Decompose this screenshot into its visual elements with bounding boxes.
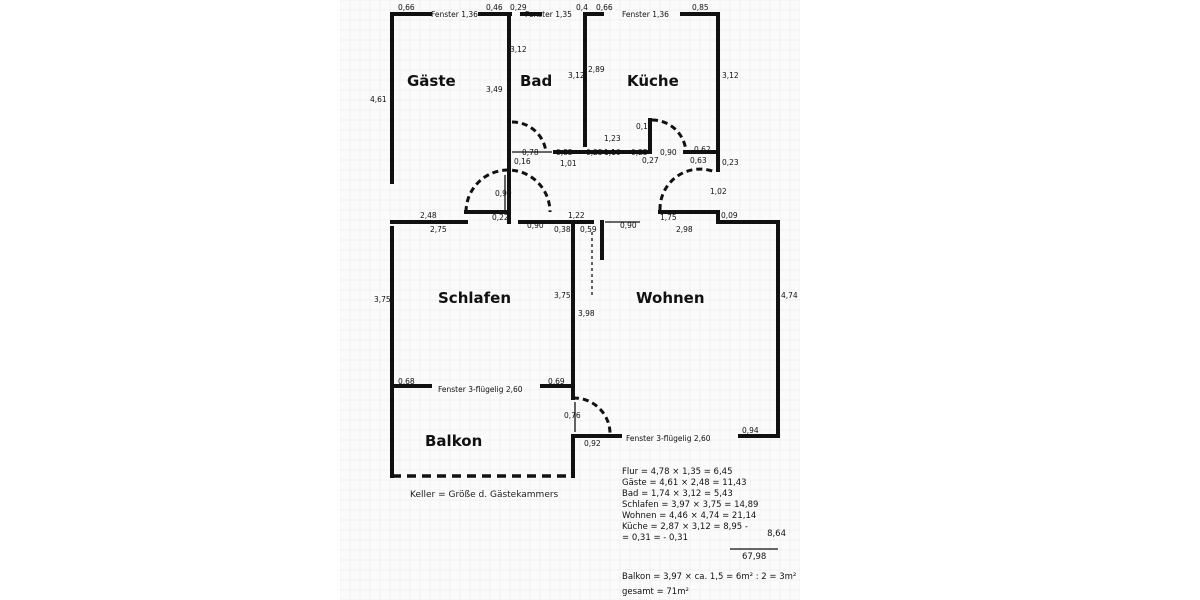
svg-text:0,25: 0,25 [631,148,648,157]
calc-row: Gäste = 4,61 × 2,48 = 11,43 [622,478,747,488]
svg-text:0,90: 0,90 [620,221,637,230]
svg-text:0,90: 0,90 [660,148,677,157]
room-label-bad: Bad [520,72,552,90]
room-label-balkon: Balkon [425,432,482,450]
svg-text:0,69: 0,69 [548,377,565,386]
svg-text:0,63: 0,63 [690,156,707,165]
svg-text:3,12: 3,12 [722,71,739,80]
svg-text:2,89: 2,89 [588,65,605,74]
svg-text:0,92: 0,92 [584,439,601,448]
room-label-kueche: Küche [627,72,679,90]
svg-text:3,12: 3,12 [568,71,585,80]
svg-text:0,46: 0,46 [486,3,503,12]
svg-text:0,25: 0,25 [586,148,603,157]
svg-text:0,68: 0,68 [398,377,415,386]
svg-text:1,75: 1,75 [660,213,677,222]
doors [392,118,716,478]
dimension-labels: 0,66 0,46 0,29 0,4 0,66 0,85 4,61 3,12 3… [370,3,798,448]
svg-text:0,38: 0,38 [554,225,571,234]
svg-text:0,66: 0,66 [596,3,613,12]
floor-plan: Gäste Bad Küche Schlafen Wohnen Balkon F… [340,0,800,600]
floor-plan-sheet: Gäste Bad Küche Schlafen Wohnen Balkon F… [340,0,800,600]
svg-text:1,02: 1,02 [710,187,727,196]
window-label-schlafen: Fenster 3-flügelig 2,60 [438,385,523,394]
calc-row: = 0,31 = - 0,31 [622,533,688,543]
calc-sum: 67,98 [742,552,766,562]
svg-text:3,75: 3,75 [554,291,571,300]
svg-text:4,61: 4,61 [370,95,387,104]
dimension-arrows [504,151,648,432]
room-label-wohnen: Wohnen [636,289,705,307]
svg-text:3,75: 3,75 [374,295,391,304]
svg-text:0,23: 0,23 [722,158,739,167]
svg-text:0,29: 0,29 [510,3,527,12]
kueche-net: 8,64 [767,529,786,539]
svg-text:4,74: 4,74 [781,291,798,300]
area-calculation: Flur = 4,78 × 1,35 = 6,45 Gäste = 4,61 ×… [622,467,796,597]
svg-text:3,12: 3,12 [510,45,527,54]
svg-text:0,94: 0,94 [742,426,759,435]
window-label-kueche: Fenster 1,36 [622,10,669,19]
svg-text:3,98: 3,98 [578,309,595,318]
svg-text:1,10: 1,10 [604,148,621,157]
svg-text:0,90: 0,90 [527,221,544,230]
svg-text:0,76: 0,76 [564,411,581,420]
svg-text:3,49: 3,49 [486,85,503,94]
calc-gesamt: gesamt = 71m² [622,587,689,597]
svg-text:0,59: 0,59 [580,225,597,234]
svg-text:1,23: 1,23 [604,134,621,143]
svg-text:0,13: 0,13 [636,122,653,131]
window-label-bad: Fenster 1,35 [525,10,572,19]
svg-text:2,98: 2,98 [676,225,693,234]
window-label-wohnen: Fenster 3-flügelig 2,60 [626,434,711,443]
calc-row: Küche = 2,87 × 3,12 = 8,95 - [622,522,748,532]
svg-text:2,75: 2,75 [430,225,447,234]
calc-row: Bad = 1,74 × 3,12 = 5,43 [622,489,733,499]
svg-text:0,85: 0,85 [692,3,709,12]
svg-text:0,62: 0,62 [694,145,711,154]
room-label-schlafen: Schlafen [438,289,511,307]
svg-text:0,90: 0,90 [495,189,512,198]
room-label-gaeste: Gäste [407,72,456,90]
svg-text:1,01: 1,01 [560,159,577,168]
svg-text:0,09: 0,09 [721,211,738,220]
svg-text:0,22: 0,22 [492,213,509,222]
svg-text:0,16: 0,16 [514,157,531,166]
calc-balkon: Balkon = 3,97 × ca. 1,5 = 6m² : 2 = 3m² [622,572,796,582]
calc-row: Schlafen = 3,97 × 3,75 = 14,89 [622,500,758,510]
keller-note: Keller = Größe d. Gästekammers [410,490,559,500]
calc-row: Flur = 4,78 × 1,35 = 6,45 [622,467,733,477]
svg-text:0,66: 0,66 [398,3,415,12]
svg-text:0,27: 0,27 [642,156,659,165]
svg-text:0,4: 0,4 [576,3,588,12]
svg-text:0,85: 0,85 [556,148,573,157]
svg-text:2,48: 2,48 [420,211,437,220]
svg-text:1,22: 1,22 [568,211,585,220]
window-label-gaeste: Fenster 1,36 [431,10,478,19]
walls [390,12,780,478]
svg-text:0,78: 0,78 [522,148,539,157]
calc-row: Wohnen = 4,46 × 4,74 = 21,14 [622,511,756,521]
